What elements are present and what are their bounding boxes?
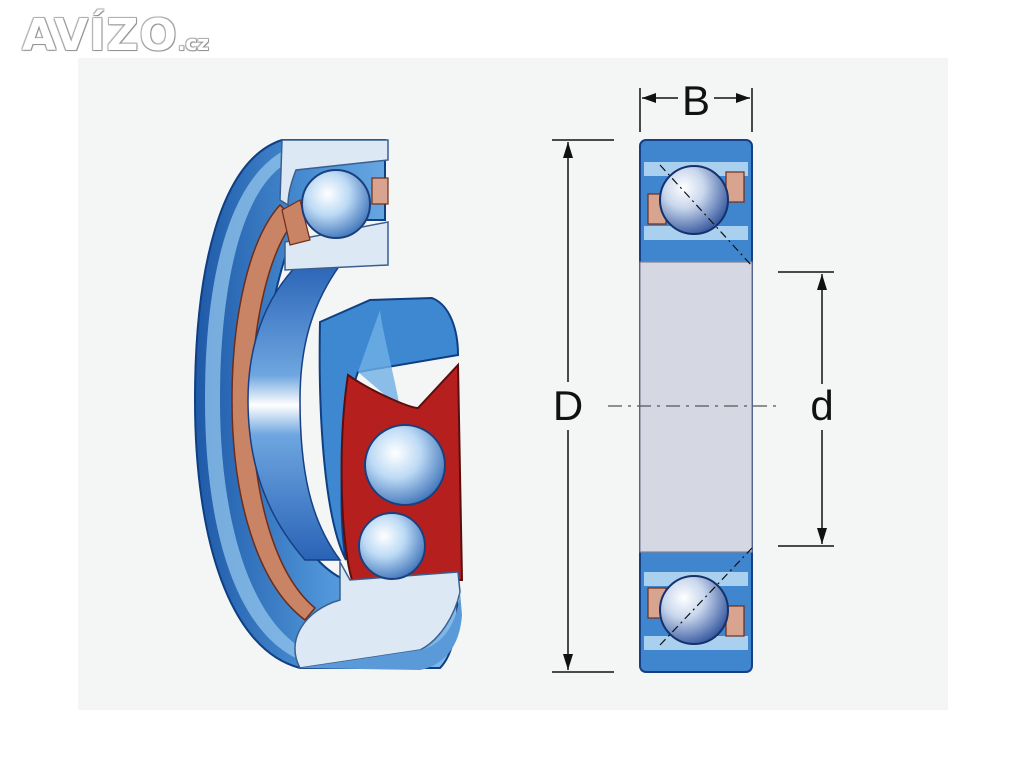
dimension-b: B	[639, 77, 753, 132]
watermark-logo: AVÍZO.cz	[22, 14, 209, 58]
inner-bore	[247, 261, 342, 561]
section-bore	[639, 261, 753, 553]
section-ball-top	[659, 165, 729, 235]
ball-middle	[364, 424, 446, 506]
watermark-name: AVÍZO	[22, 10, 178, 61]
bearing-cross-section	[608, 139, 776, 673]
dimension-outer-d: D	[552, 139, 614, 673]
bearing-cutaway-illustration	[193, 139, 464, 670]
ball-lower	[358, 512, 426, 580]
contact-line-top	[659, 164, 753, 267]
label-width-b: B	[682, 77, 710, 124]
watermark-tld: .cz	[177, 31, 209, 55]
dimension-bore-d: d	[778, 271, 834, 547]
contact-line-bottom	[659, 547, 753, 646]
cage-copper-ring	[231, 203, 317, 622]
label-bore-d: d	[810, 382, 833, 429]
top-ring-section	[279, 139, 389, 207]
ball-top	[301, 169, 371, 239]
label-outer-diameter-d: D	[553, 382, 583, 429]
